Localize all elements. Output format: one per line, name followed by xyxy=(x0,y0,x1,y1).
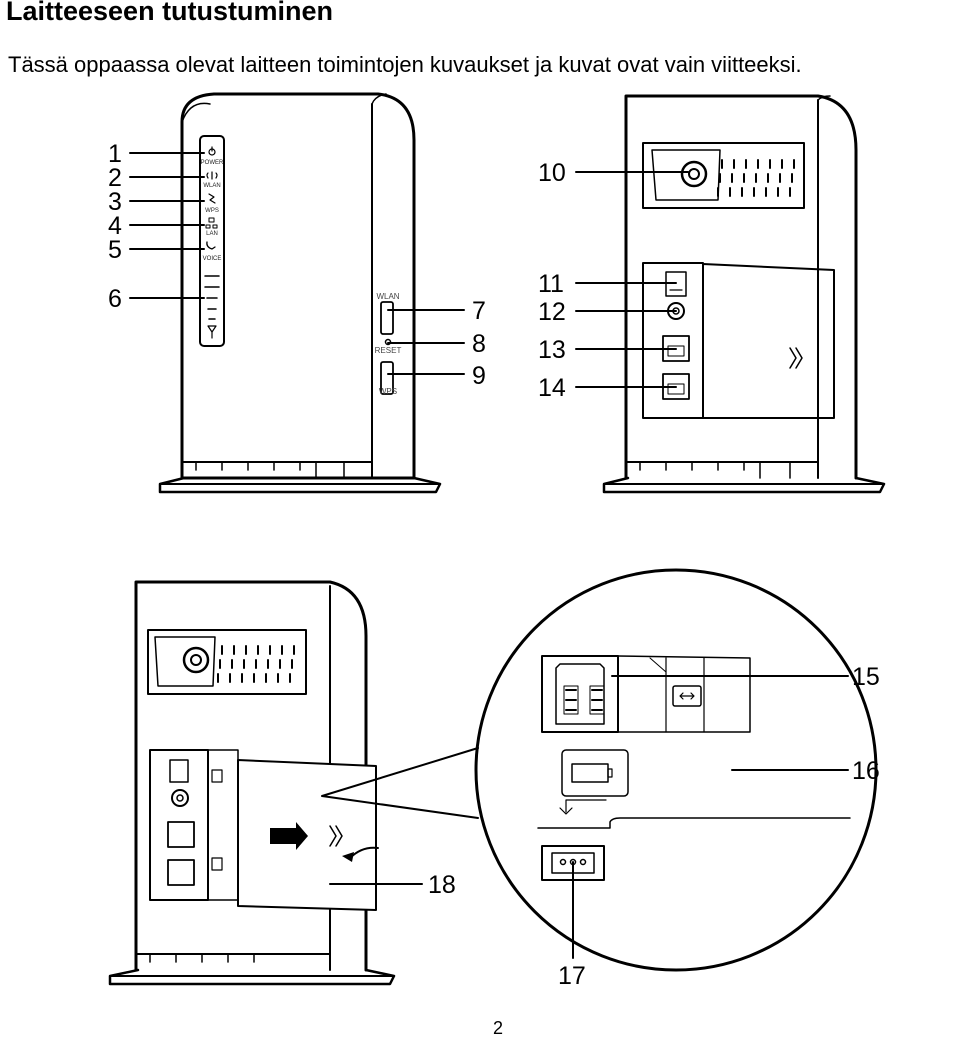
wps-icon xyxy=(208,193,216,204)
port-panel xyxy=(642,262,704,419)
front-stand xyxy=(158,461,442,494)
back-view xyxy=(602,94,886,494)
callout-6: 6 xyxy=(108,285,122,313)
reset-label: RESET xyxy=(375,346,402,355)
callout-3: 3 xyxy=(108,188,122,216)
back-cover xyxy=(702,263,835,419)
callout-1: 1 xyxy=(108,140,122,168)
wlan-button xyxy=(380,301,394,335)
back-vent-grille xyxy=(717,159,795,197)
page-number: 2 xyxy=(492,1018,503,1038)
callout-7: 7 xyxy=(472,297,486,325)
callout-9: 9 xyxy=(472,362,486,390)
slide-arrow-icon xyxy=(789,347,803,369)
led-label-power: POWER xyxy=(201,160,224,166)
battery-icon xyxy=(561,749,629,797)
callout-12: 12 xyxy=(538,298,566,326)
sim-slot xyxy=(541,655,619,733)
page-title: Laitteeseen tutustuminen xyxy=(6,0,334,26)
wps-button xyxy=(380,361,394,395)
lan-icon xyxy=(205,217,218,229)
front-view: POWER WLAN WPS LAN VOICE WLAN RESET WPS xyxy=(158,92,442,494)
back-stand xyxy=(602,461,886,494)
page-subtitle: Tässä oppaassa olevat laitteen toimintoj… xyxy=(8,52,802,77)
wps-button-label: WPS xyxy=(379,387,397,396)
callout-13: 13 xyxy=(538,336,566,364)
slide-lock-icon xyxy=(672,685,702,707)
wlan-icon xyxy=(206,171,218,180)
callout-8: 8 xyxy=(472,330,486,358)
wlan-button-label: WLAN xyxy=(376,292,399,301)
leader-lines xyxy=(129,152,849,959)
side-buttons: WLAN RESET WPS xyxy=(375,292,402,396)
led-label-wlan: WLAN xyxy=(203,183,220,189)
zoom-detail xyxy=(474,568,878,972)
callout-2: 2 xyxy=(108,164,122,192)
callout-14: 14 xyxy=(538,374,566,402)
callout-5: 5 xyxy=(108,236,122,264)
slide-direction-arrow-icon xyxy=(270,822,308,850)
led-label-wps: WPS xyxy=(205,208,219,214)
signal-strength-icon xyxy=(204,275,220,339)
callout-numbers: 1 2 3 4 5 6 7 8 9 10 11 12 13 14 15 16 1… xyxy=(108,140,880,990)
callout-10: 10 xyxy=(538,159,566,187)
callout-4: 4 xyxy=(108,212,122,240)
callout-18: 18 xyxy=(428,871,456,899)
voice-icon xyxy=(206,241,216,250)
callout-17: 17 xyxy=(558,962,586,990)
led-label-lan: LAN xyxy=(206,231,218,237)
callout-16: 16 xyxy=(852,757,880,785)
antenna-connector xyxy=(680,160,708,188)
led-label-voice: VOICE xyxy=(203,256,222,262)
callout-11: 11 xyxy=(538,270,564,298)
cover-removal-view xyxy=(108,580,396,986)
callout-15: 15 xyxy=(852,663,880,691)
external-antenna-area xyxy=(642,142,805,209)
